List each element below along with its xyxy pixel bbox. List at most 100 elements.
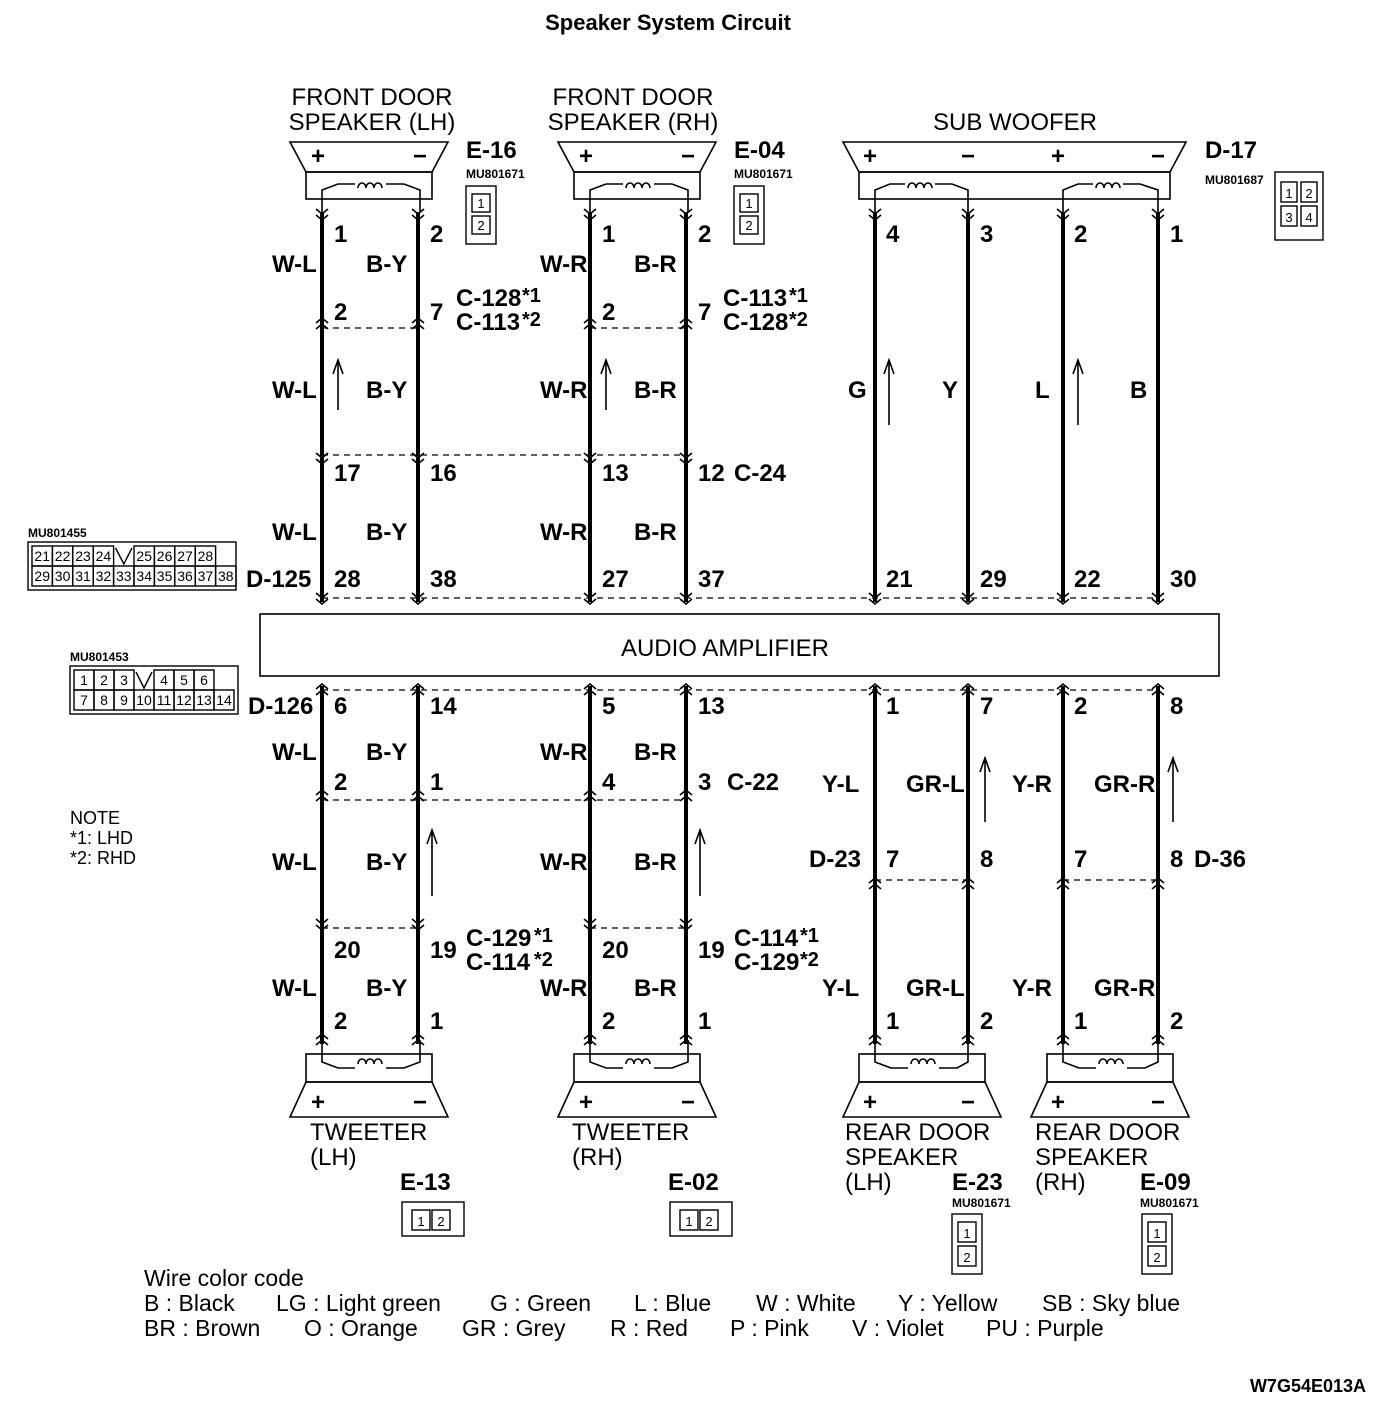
- connector-chevron: [315, 458, 329, 466]
- legend-item: GR : Grey: [462, 1315, 566, 1341]
- svg-text:+: +: [311, 1089, 325, 1116]
- pin-number: 7: [698, 299, 711, 326]
- legend-item: Y : Yellow: [898, 1290, 998, 1316]
- wire-color-tw-lh-minus-3: B-Y: [366, 975, 407, 1002]
- wire-color-fd-lh-minus-2: B-Y: [366, 377, 407, 404]
- connector-pin-label: 4: [160, 672, 168, 688]
- wire-color-fd-rh-minus-3: B-R: [634, 519, 677, 546]
- legend-item: L : Blue: [634, 1290, 711, 1316]
- pin-number: 6: [334, 693, 347, 720]
- connector-chevron: [679, 208, 693, 216]
- connector-chevron: [961, 876, 975, 884]
- connector-chevron: [679, 794, 693, 802]
- connector-chevron: [679, 1038, 693, 1046]
- svg-text:−: −: [961, 143, 975, 170]
- connector-chevron: [411, 214, 425, 222]
- pin-number: 2: [334, 769, 347, 796]
- connector-chevron: [315, 316, 329, 324]
- connector-chevron: [679, 214, 693, 222]
- connector-pin-label: 5: [180, 672, 188, 688]
- pin-number: 1: [886, 693, 899, 720]
- connector-chevron: [583, 598, 597, 606]
- svg-text:2: 2: [1153, 1250, 1160, 1265]
- connector-id-e16: E-16: [466, 137, 517, 164]
- pin-number: 2: [698, 221, 711, 248]
- pin-number: 2: [430, 221, 443, 248]
- pin-number: 8: [980, 846, 993, 873]
- connector-chevron: [583, 208, 597, 216]
- connector-chevron: [411, 208, 425, 216]
- pin-number: 1: [1074, 1008, 1087, 1035]
- part-number-e16: MU801671: [466, 167, 525, 181]
- connector-pin-label: 10: [136, 692, 152, 708]
- wire-color-sub-2: L: [1035, 377, 1050, 404]
- svg-text:2: 2: [1305, 186, 1312, 201]
- connector-chevron: [868, 208, 882, 216]
- svg-text:1: 1: [1285, 186, 1292, 201]
- connector-chevron: [315, 214, 329, 222]
- signal-direction-arrows: [332, 357, 1179, 896]
- connector-pin-label: 35: [157, 568, 173, 584]
- connector-chevron: [411, 788, 425, 796]
- inline-connector-c128-rhd: C-128: [723, 309, 788, 336]
- connector-chevron: [411, 918, 425, 926]
- lhd-marker: *1: [800, 925, 819, 947]
- connector-chevron: [1151, 882, 1165, 890]
- connector-chevron: [583, 316, 597, 324]
- rhd-marker: *2: [800, 949, 819, 971]
- wire-color-rd-lh-minus-2: GR-L: [906, 975, 965, 1002]
- pin-number: 20: [334, 937, 361, 964]
- wire-color-tw-lh-minus-1: B-Y: [366, 739, 407, 766]
- wire-color-tw-lh-minus-2: B-Y: [366, 849, 407, 876]
- wire-color-tw-lh-plus-1: W-L: [272, 739, 317, 766]
- pin-number: 1: [430, 769, 443, 796]
- figure-code: W7G54E013A: [1250, 1376, 1366, 1396]
- connector-chevron: [411, 924, 425, 932]
- connector-chevron: [411, 688, 425, 696]
- connector-chevron: [1056, 682, 1070, 690]
- wire-color-tw-rh-plus-1: W-R: [540, 739, 588, 766]
- svg-text:+: +: [311, 143, 325, 170]
- connector-pin-label: 1: [80, 672, 88, 688]
- svg-text:−: −: [413, 143, 427, 170]
- svg-text:2: 2: [745, 218, 752, 233]
- rear-door-speaker-lh-label-2: SPEAKER: [845, 1144, 958, 1171]
- connector-pin-label: 24: [96, 548, 112, 564]
- connector-chevron: [868, 876, 882, 884]
- front-door-speaker-rh-label-2: SPEAKER (RH): [548, 109, 719, 136]
- part-number-e04: MU801671: [734, 167, 793, 181]
- connector-chevron: [411, 316, 425, 324]
- lhd-marker: *1: [789, 285, 808, 307]
- connector-chevron: [1056, 1038, 1070, 1046]
- wire-color-rd-rh-plus-2: Y-R: [1012, 975, 1052, 1002]
- connector-pin-label: 26: [157, 548, 173, 564]
- part-number-d126: MU801453: [70, 650, 129, 664]
- connector-pin-label: 32: [96, 568, 112, 584]
- wire-color-tw-lh-plus-3: W-L: [272, 975, 317, 1002]
- part-number-e23: MU801671: [952, 1196, 1011, 1210]
- connector-chevron: [583, 794, 597, 802]
- connector-chevron: [961, 592, 975, 600]
- tweeter-rh-label-1: TWEETER: [572, 1119, 689, 1146]
- diagram-title: Speaker System Circuit: [545, 10, 791, 35]
- connector-face-e16: 1 2: [465, 185, 497, 245]
- note-line-rhd: *2: RHD: [70, 848, 136, 868]
- connector-chevron: [583, 1038, 597, 1046]
- rear-door-speaker-lh-label-1: REAR DOOR: [845, 1119, 990, 1146]
- svg-text:−: −: [1151, 1089, 1165, 1116]
- wire-color-tw-rh-minus-1: B-R: [634, 739, 677, 766]
- pin-number: 2: [334, 299, 347, 326]
- connector-chevron: [411, 458, 425, 466]
- connector-chevron: [315, 1032, 329, 1040]
- connector-pin-label: 33: [116, 568, 132, 584]
- wire-color-fd-rh-plus-1: W-R: [540, 251, 588, 278]
- connector-chevron: [961, 598, 975, 606]
- pin-number: 3: [698, 769, 711, 796]
- connector-id-e13: E-13: [400, 1169, 451, 1196]
- part-number-e09: MU801671: [1140, 1196, 1199, 1210]
- svg-text:1: 1: [745, 196, 752, 211]
- inline-connector-c22: C-22: [727, 769, 779, 796]
- wire-color-sub-4: G: [848, 377, 867, 404]
- wire-color-fd-rh-plus-2: W-R: [540, 377, 588, 404]
- connector-pin-label: 22: [55, 548, 71, 564]
